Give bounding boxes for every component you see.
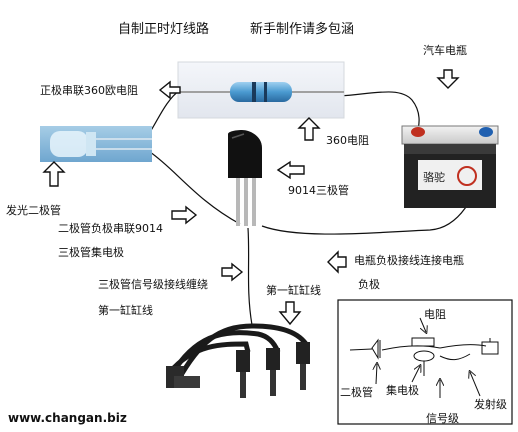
inset-resistor-symbol bbox=[411, 337, 435, 347]
collector-arrow bbox=[171, 205, 198, 225]
resistor-value-label: 360电阻 bbox=[326, 134, 369, 147]
resistor-photo bbox=[177, 61, 345, 119]
signal-note-line2: 第一缸缸线 bbox=[98, 303, 153, 317]
resistor-label: 正极串联360欧电阻 bbox=[40, 83, 138, 97]
resistor-arrow bbox=[158, 80, 181, 100]
inset-diode-symbol bbox=[371, 338, 379, 360]
cylinder-label: 第一缸缸线 bbox=[266, 283, 321, 297]
transistor-label: 9014三极管 bbox=[288, 183, 349, 197]
inset-frame bbox=[337, 299, 513, 425]
cylinder-arrow bbox=[278, 301, 302, 326]
battery-label: 汽车电瓶 bbox=[423, 43, 467, 57]
inset-resistor-label: 电阻 bbox=[424, 308, 446, 321]
led-label: 发光二极管 bbox=[6, 203, 61, 217]
inset-emitter-label: 发射级 bbox=[474, 397, 507, 411]
inset-diode-label: 二极管 bbox=[340, 385, 373, 399]
battery-negative-line2: 负极 bbox=[358, 277, 380, 291]
spark-plug-wires bbox=[166, 323, 310, 398]
battery-negative-terminal bbox=[479, 127, 493, 137]
resistor-value-arrow bbox=[297, 117, 321, 141]
signal-arrow bbox=[221, 262, 244, 282]
inset-collector-label: 集电极 bbox=[386, 383, 419, 397]
inset-schematic: 电阻 二极管 集电极 信号级 发射级 bbox=[337, 299, 513, 425]
transistor-9014 bbox=[228, 130, 262, 226]
wire-led-collector bbox=[149, 151, 241, 225]
collector-note-line1: 二极管负极串联9014 bbox=[58, 221, 163, 235]
battery-positive-terminal bbox=[411, 127, 425, 137]
led-arrow bbox=[42, 161, 66, 187]
transistor-arrow bbox=[276, 160, 305, 180]
inset-signal-label: 信号级 bbox=[426, 412, 459, 425]
wire-signal bbox=[247, 227, 253, 326]
signal-note-line1: 三极管信号级接线缠绕 bbox=[98, 277, 208, 291]
collector-note-line2: 三极管集电极 bbox=[58, 245, 124, 259]
wire-resistor-led bbox=[149, 89, 181, 133]
hollow-arrows bbox=[42, 69, 460, 326]
diagram-subtitle: 新手制作请多包涵 bbox=[250, 21, 354, 37]
resistor-body bbox=[230, 82, 292, 102]
car-battery: 骆驼 bbox=[401, 125, 499, 208]
battery-arrow bbox=[436, 69, 460, 89]
diagram-title: 自制正时灯线路 bbox=[118, 21, 209, 37]
battery-negative-line1: 电瓶负极接线连接电瓶 bbox=[354, 253, 464, 267]
led-photo bbox=[40, 126, 152, 162]
battery-brand: 骆驼 bbox=[423, 170, 445, 184]
watermark: www.changan.biz bbox=[8, 411, 127, 425]
battery-negative-arrow bbox=[327, 250, 347, 274]
